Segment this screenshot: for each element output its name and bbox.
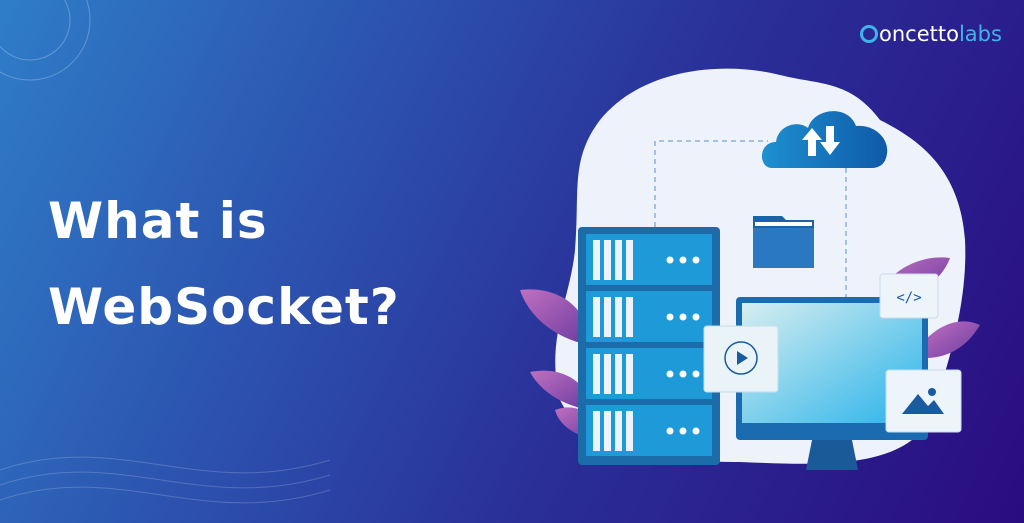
image-card [885, 369, 962, 433]
server-unit [586, 405, 712, 456]
upload-arrow-icon [802, 128, 822, 156]
code-card: </> [879, 273, 939, 319]
server-rack [578, 227, 720, 465]
server-unit [586, 234, 712, 285]
background-waves [0, 456, 331, 504]
image-icon [902, 394, 944, 414]
folder-icon [753, 216, 814, 268]
logo-c-icon [860, 25, 878, 43]
code-icon: </> [896, 290, 921, 306]
server-unit [586, 291, 712, 342]
cloud-icon [761, 111, 888, 168]
background-rings [0, 0, 91, 81]
logo-text-labs: labs [958, 22, 1002, 46]
dashed-connectors [654, 140, 847, 297]
video-card [703, 325, 779, 393]
logo-text-oncetto: oncetto [879, 22, 959, 46]
server-unit [586, 348, 712, 399]
headline-line-2: WebSocket? [48, 278, 400, 336]
download-arrow-icon [820, 126, 840, 155]
headline-line-1: What is [48, 192, 268, 250]
play-icon [724, 341, 758, 375]
